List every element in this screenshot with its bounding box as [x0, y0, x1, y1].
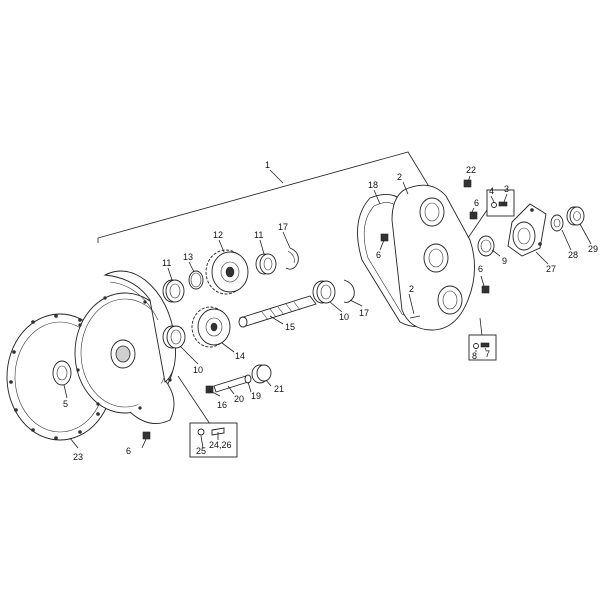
label-16: 16 — [217, 400, 227, 410]
part-19-washer — [244, 374, 252, 384]
label-6-lower-left: 6 — [126, 446, 131, 456]
label-18: 18 — [368, 180, 378, 190]
part-27-yoke — [507, 203, 547, 257]
label-21: 21 — [274, 384, 284, 394]
label-11-left: 11 — [162, 258, 171, 268]
label-15: 15 — [285, 322, 295, 332]
bolt-6-gasket — [380, 233, 389, 242]
label-14: 14 — [235, 351, 245, 361]
part-20-pin — [205, 375, 249, 394]
label-29: 29 — [588, 244, 598, 254]
part-21-cap — [251, 364, 272, 384]
label-28: 28 — [568, 250, 578, 260]
label-1: 1 — [265, 160, 270, 170]
part-10-bearing-right — [312, 280, 336, 304]
label-6-right-lower: 6 — [478, 264, 483, 274]
part-29-nut — [566, 206, 585, 226]
part-11-bearing-right — [255, 253, 277, 275]
label-5: 5 — [63, 399, 68, 409]
label-17-lower: 17 — [359, 308, 369, 318]
label-11-right: 11 — [254, 230, 263, 240]
label-17-upper: 17 — [278, 222, 288, 232]
label-25: 25 — [196, 446, 206, 456]
part-12-gear-upper — [205, 249, 249, 295]
part-9-seal — [477, 235, 495, 257]
bolt-6-right-upper — [469, 211, 478, 220]
label-13: 13 — [183, 252, 193, 262]
label-12: 12 — [213, 230, 223, 240]
label-10-left: 10 — [193, 365, 203, 375]
label-2-top: 2 — [397, 172, 402, 182]
part-13-ring — [188, 270, 204, 290]
label-4: 4 — [489, 186, 494, 196]
part-number-labels: 1 2 2 3 4 5 6 6 6 6 7 8 9 10 10 11 11 12… — [63, 160, 598, 462]
bolt-6-right-lower — [481, 285, 490, 294]
label-3: 3 — [504, 184, 509, 194]
part-17-snap-ring-lower — [343, 279, 355, 303]
label-24-26: 24,26 — [209, 440, 232, 450]
leader-lines — [63, 175, 592, 449]
label-9: 9 — [502, 256, 507, 266]
part-15-shaft — [238, 295, 317, 328]
part-22-bolt — [463, 179, 472, 188]
label-7: 7 — [485, 349, 490, 359]
callout-box-right — [468, 317, 497, 361]
callout-box-upper — [467, 189, 515, 239]
label-6-right-upper: 6 — [474, 198, 479, 208]
part-2-pin — [409, 315, 421, 319]
label-19: 19 — [251, 391, 261, 401]
label-8: 8 — [472, 351, 477, 361]
callout-box-lower — [177, 375, 238, 458]
bolt-6-lower — [141, 431, 151, 449]
label-6-gasket: 6 — [376, 250, 381, 260]
label-27: 27 — [546, 264, 556, 274]
part-2-housing-plate — [391, 184, 475, 331]
label-23: 23 — [73, 452, 83, 462]
part-14-gear-lower — [191, 306, 231, 348]
part-28-washer — [550, 214, 564, 232]
part-10-bearing-left — [162, 325, 186, 349]
label-20: 20 — [234, 394, 244, 404]
label-22: 22 — [466, 165, 476, 175]
housing-cover — [74, 292, 176, 425]
part-11-bearing-left — [162, 279, 185, 303]
label-10-right: 10 — [339, 312, 349, 322]
label-2-pin: 2 — [409, 284, 414, 294]
part-17-snap-ring-upper — [285, 247, 299, 270]
